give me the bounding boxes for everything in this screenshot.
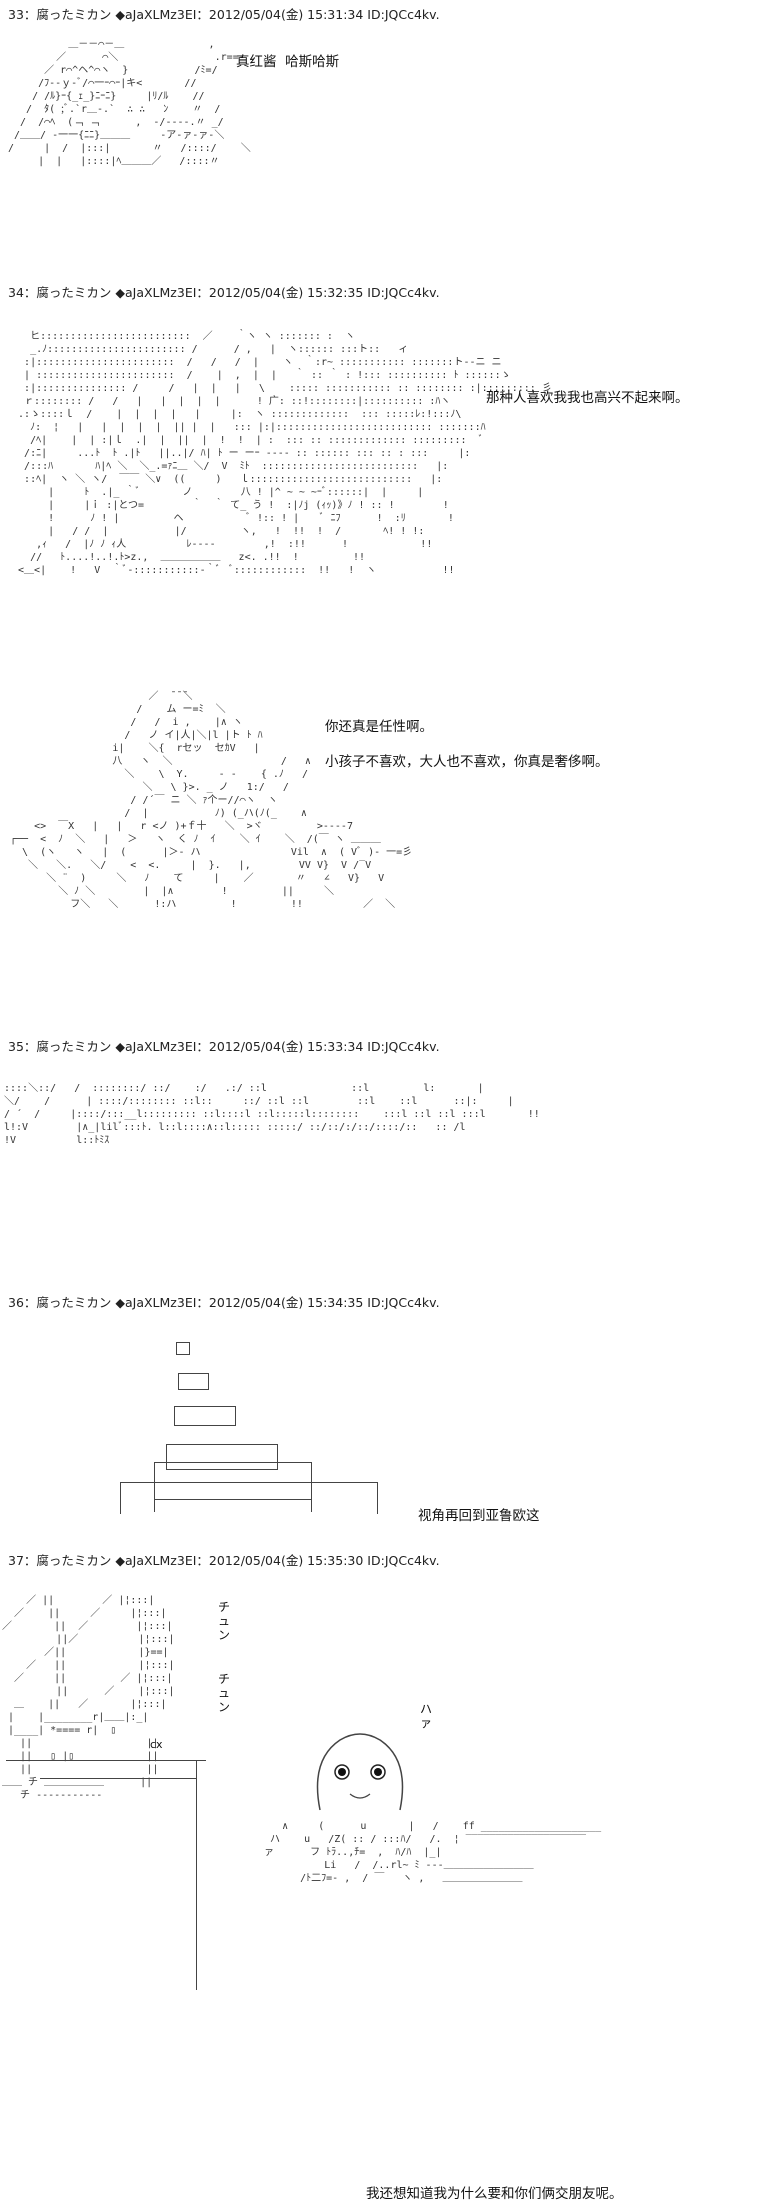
sfx-cx: cx [150, 1738, 163, 1751]
dialogue-line: 我还想知道我为什么要和你们俩交朋友呢。 [366, 2186, 623, 2202]
ascii-art-maid: ＿－－⌒－＿ , ／ ⌒＼ .r==- ／ r⌒^ヘ^⌒ヽ } /ﾐ=/ /ﾌ‐… [8, 39, 251, 167]
post-header: 37：腐ったミカン ◆aJaXLMz3EI：2012/05/04(金) 15:3… [8, 1553, 440, 1568]
sfx-ha: ハ ァ [420, 1702, 433, 1730]
dialogue-line: 你还真是任性啊。 [325, 719, 433, 735]
post-header: 33：腐ったミカン ◆aJaXLMz3EI：2012/05/04(金) 15:3… [8, 7, 440, 22]
ascii-art-window-room: ／ || ／ |¦:::| ／ || ／ |¦:::| ／ || ／ |¦:::… [2, 1595, 175, 1801]
dialogue-line: 小孩子不喜欢，大人也不喜欢，你真是奢侈啊。 [325, 754, 609, 770]
dialogue-line: 视角再回到亚鲁欧这 [418, 1508, 540, 1524]
sfx-chun-2: チ ュ ン [218, 1672, 231, 1714]
dialogue-line: 那种人喜欢我我也高兴不起来啊。 [486, 390, 689, 406]
post-header: 34：腐ったミカン ◆aJaXLMz3EI：2012/05/04(金) 15:3… [8, 285, 440, 300]
ascii-art-closeup: ::::＼::/ / ::::::::/ ::/ :/ .:/ ::l ::l … [4, 1083, 623, 2202]
face-icon [316, 1733, 404, 1811]
ascii-art-girl-with-dolls: ／ ̄ ̄ ̄＼ / ム ー=ﾐ ＼ / / i , |∧ ヽ / ノ イ|人|… [10, 691, 413, 910]
post-header: 35：腐ったミカン ◆aJaXLMz3EI：2012/05/04(金) 15:3… [8, 1039, 440, 1054]
dialogue-line: 真红酱 哈斯哈斯 [236, 54, 340, 70]
post-header: 36：腐ったミカン ◆aJaXLMz3EI：2012/05/04(金) 15:3… [8, 1295, 440, 1310]
ascii-art-two-characters: ヒ::::::::::::::::::::::::: ／ ｀ヽ ヽ ::::::… [18, 331, 552, 576]
sfx-chun-1: チ ュ ン [218, 1600, 231, 1642]
ascii-art-yaruo-bed: ∧ ( u | / ff ____________________ ハ u /Z… [264, 1821, 602, 1884]
